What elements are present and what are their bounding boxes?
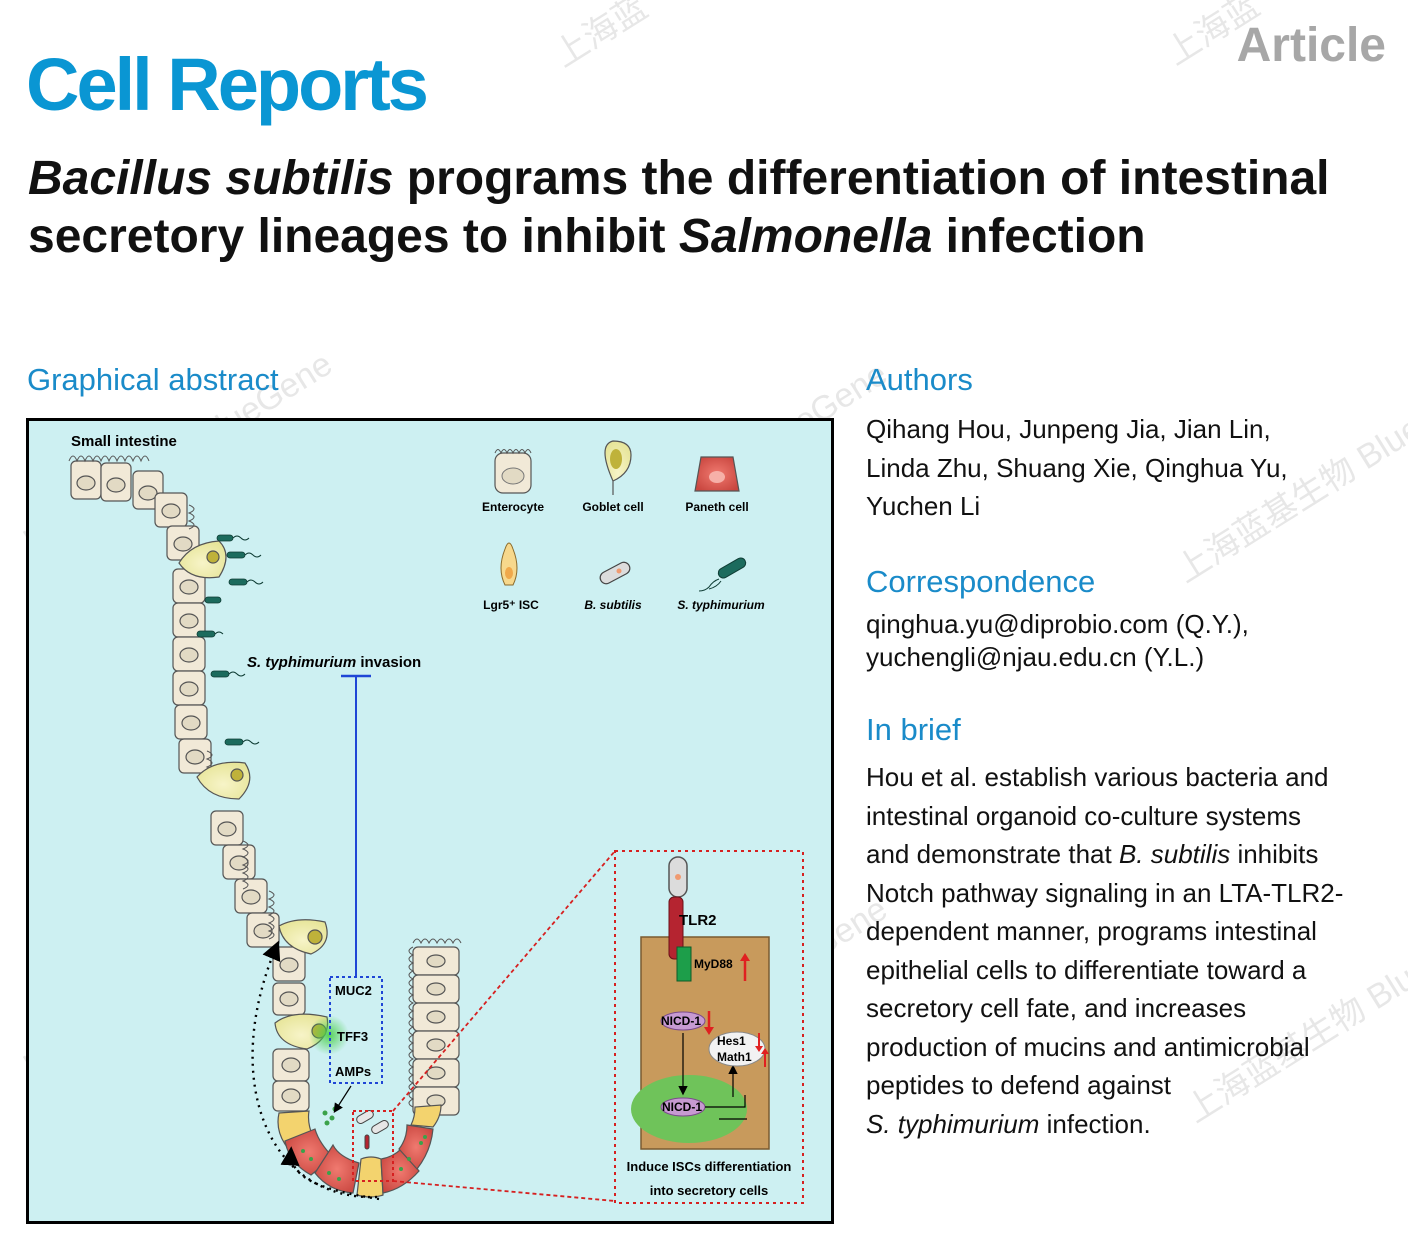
in-brief-line: intestinal organoid co-culture systems: [866, 800, 1301, 831]
legend-goblet: Goblet cell: [582, 500, 643, 514]
authors-line: Qihang Hou, Junpeng Jia, Jian Lin,: [866, 414, 1271, 444]
authors-line: Linda Zhu, Shuang Xie, Qinghua Yu,: [866, 452, 1288, 483]
in-brief-line: epithelial cells to differentiate toward…: [866, 954, 1307, 985]
myd88-label: MyD88: [694, 957, 733, 971]
legend-bsub: B. subtilis: [584, 598, 642, 612]
math1-label: Math1: [717, 1050, 752, 1064]
in-brief-line: S. typhimurium infection.: [866, 1108, 1151, 1139]
invasion-label: S. typhimurium invasion: [247, 654, 421, 671]
legend-isc: Lgr5⁺ ISC: [483, 598, 539, 612]
in-brief-line: peptides to defend against: [866, 1070, 1172, 1100]
nicd-top-blob: [660, 1011, 706, 1031]
paneth-cell-icon: [694, 456, 740, 492]
in-brief-line: dependent manner, programs intestinal: [866, 916, 1317, 946]
journal-name: Cell Reports: [26, 43, 429, 126]
amps-arrow: [333, 1085, 352, 1114]
legend: Enterocyte Goblet cell Paneth cell Lgr5⁺…: [482, 440, 765, 612]
nicd-bottom-label: NICD-1: [662, 1100, 702, 1114]
secretions-box: [329, 976, 383, 1084]
title-text: programs the differentiation of intestin…: [28, 152, 1330, 263]
nicd-top-label: NICD-1: [661, 1014, 701, 1028]
zoom-detail-box: [614, 850, 804, 1204]
bsub-spot: [675, 874, 681, 880]
zoom-line-bottom: [392, 1180, 616, 1202]
article-type: Article: [1236, 19, 1386, 72]
dotted-arrow-to-paneth: [280, 1146, 380, 1201]
legend-styph: S. typhimurium: [677, 598, 765, 612]
goblet-cell-icon: [604, 440, 632, 495]
microvilli-right: [408, 938, 462, 1108]
tlr2-label: TLR2: [679, 912, 717, 929]
title-text-end: infection: [932, 210, 1146, 263]
isc-icon: [500, 542, 518, 586]
article-title: Bacillus subtilis programs the different…: [28, 150, 1368, 266]
myd88-adaptor: [676, 946, 692, 982]
correspondence-text: qinghua.yu@diprobio.com (Q.Y.), yuchengl…: [866, 608, 1249, 674]
legend-paneth: Paneth cell: [685, 500, 748, 514]
amps-label: AMPs: [335, 1064, 371, 1079]
graphical-abstract-heading: Graphical abstract: [27, 362, 279, 397]
email-link[interactable]: qinghua.yu@diprobio.com (Q.Y.),: [866, 609, 1249, 639]
salmonella-bacteria: [196, 534, 248, 746]
legend-enterocyte: Enterocyte: [482, 500, 544, 514]
villus-right: [412, 946, 460, 1116]
in-brief-line: Hou et al. establish various bacteria an…: [866, 762, 1329, 792]
in-brief-text: Hou et al. establish various bacteria an…: [866, 758, 1343, 1143]
induce-line1: Induce ISCs differentiation: [627, 1159, 792, 1174]
bsub-in-crypt: [356, 1110, 389, 1150]
in-brief-heading: In brief: [866, 712, 961, 747]
title-italic-genus: Salmonella: [678, 210, 933, 263]
tlr2-receptor: [668, 896, 684, 960]
title-italic-species: Bacillus subtilis: [28, 152, 394, 205]
tff3-label: TFF3: [337, 1029, 368, 1044]
hes1-label: Hes1: [717, 1034, 746, 1048]
nicd-down-arrowhead: [704, 1027, 714, 1035]
enterocyte-icon: [494, 449, 532, 494]
email-link[interactable]: yuchengli@njau.edu.cn (Y.L.): [866, 642, 1205, 672]
in-brief-line: secretory cell fate, and increases: [866, 993, 1247, 1023]
math1-up-arrowhead: [761, 1048, 769, 1054]
watermark: 上海蓝: [547, 0, 655, 75]
graphical-abstract-figure: Small intestine: [29, 421, 831, 1221]
zoom-source-box: [352, 1110, 394, 1182]
correspondence-heading: Correspondence: [866, 564, 1096, 599]
in-brief-line: and demonstrate that B. subtilis inhibit…: [866, 839, 1319, 869]
small-intestine-label: Small intestine: [71, 433, 177, 450]
crypt-granules: [301, 1106, 427, 1181]
graphical-abstract: Small intestine: [26, 418, 834, 1224]
villus-left: [70, 460, 310, 1112]
hes1-down-arrowhead: [755, 1046, 763, 1052]
muc2-label: MUC2: [335, 983, 372, 998]
bsub-icon: [599, 561, 631, 585]
myd88-up-arrowhead: [740, 953, 750, 961]
zoom-line-top: [392, 850, 616, 1112]
induce-line2: into secretory cells: [650, 1183, 769, 1198]
in-brief-line: Notch pathway signaling in an LTA-TLR2-: [866, 877, 1344, 908]
microvilli-left: [68, 455, 275, 940]
salmonella-flagella: [214, 535, 264, 745]
authors-heading: Authors: [866, 362, 973, 397]
authors-list: Qihang Hou, Junpeng Jia, Jian Lin, Linda…: [866, 410, 1288, 526]
styph-icon: [698, 557, 747, 592]
authors-line: Yuchen Li: [866, 491, 981, 521]
gene-promoter: [705, 1095, 747, 1120]
in-brief-line: production of mucins and antimicrobial: [866, 1031, 1310, 1062]
